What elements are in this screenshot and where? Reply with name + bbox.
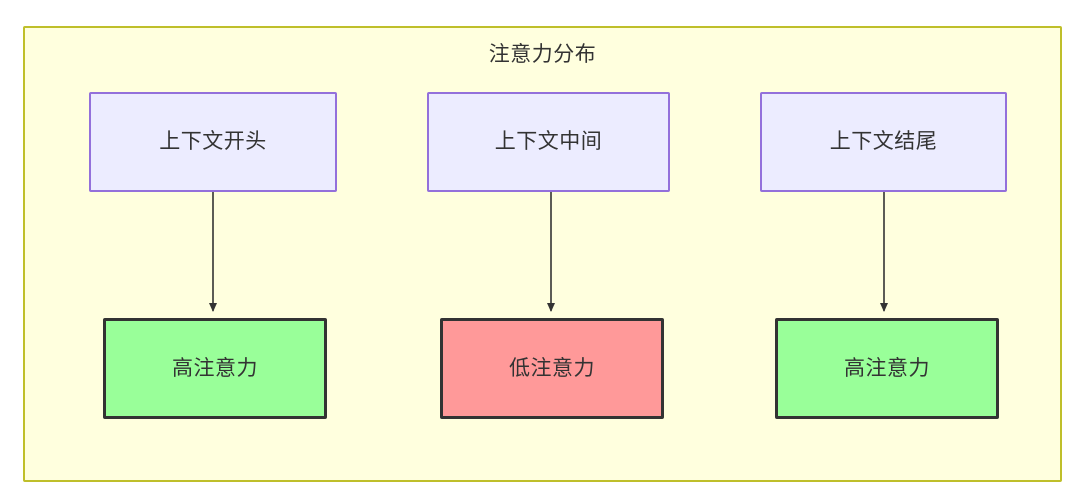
node-context-start[interactable]: 上下文开头 xyxy=(89,92,337,192)
node-context-end[interactable]: 上下文结尾 xyxy=(760,92,1007,192)
node-attention-low-middle[interactable]: 低注意力 xyxy=(440,318,664,419)
diagram-title: 注意力分布 xyxy=(488,43,597,66)
node-context-middle[interactable]: 上下文中间 xyxy=(427,92,670,192)
node-attention-high-start[interactable]: 高注意力 xyxy=(103,318,327,419)
node-attention-high-end[interactable]: 高注意力 xyxy=(775,318,999,419)
